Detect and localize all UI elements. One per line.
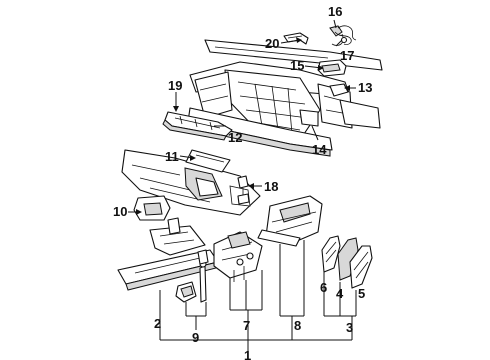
callout-4: 4 bbox=[336, 286, 344, 301]
headlamp-brackets-4-5-6 bbox=[321, 235, 373, 289]
insulator-pad-11 bbox=[185, 149, 231, 173]
callout-labels: 1 2 3 4 5 6 7 8 9 10 11 12 13 14 15 16 1… bbox=[113, 4, 372, 360]
callout-6: 6 bbox=[320, 280, 327, 295]
frame-rail-assembly bbox=[121, 149, 261, 216]
bracket-7 bbox=[213, 231, 263, 282]
callout-11: 11 bbox=[165, 149, 179, 164]
callout-8: 8 bbox=[294, 318, 301, 333]
wiring-harness-16-17 bbox=[329, 25, 357, 46]
callout-16: 16 bbox=[328, 4, 342, 19]
callout-19: 19 bbox=[168, 78, 182, 93]
callout-7: 7 bbox=[243, 318, 250, 333]
lower-bracket-structure bbox=[149, 217, 206, 256]
callout-15: 15 bbox=[290, 58, 304, 73]
callout-9: 9 bbox=[192, 330, 199, 345]
bracket-set-9 bbox=[175, 249, 209, 303]
engine-mount-10 bbox=[133, 195, 171, 221]
callout-14: 14 bbox=[312, 142, 327, 157]
callout-20: 20 bbox=[265, 36, 279, 51]
callout-2: 2 bbox=[154, 316, 161, 331]
bracket-13 bbox=[329, 83, 349, 97]
callout-3: 3 bbox=[346, 320, 353, 335]
callout-12: 12 bbox=[228, 130, 242, 145]
callout-5: 5 bbox=[358, 286, 365, 301]
cross-member-8 bbox=[257, 195, 323, 247]
callout-17: 17 bbox=[340, 48, 354, 63]
callout-1: 1 bbox=[244, 348, 251, 360]
leader-lines bbox=[128, 19, 357, 354]
callout-18: 18 bbox=[264, 179, 278, 194]
reinforcement-bar-12 bbox=[162, 111, 233, 141]
callout-13: 13 bbox=[358, 80, 372, 95]
callout-10: 10 bbox=[113, 204, 127, 219]
